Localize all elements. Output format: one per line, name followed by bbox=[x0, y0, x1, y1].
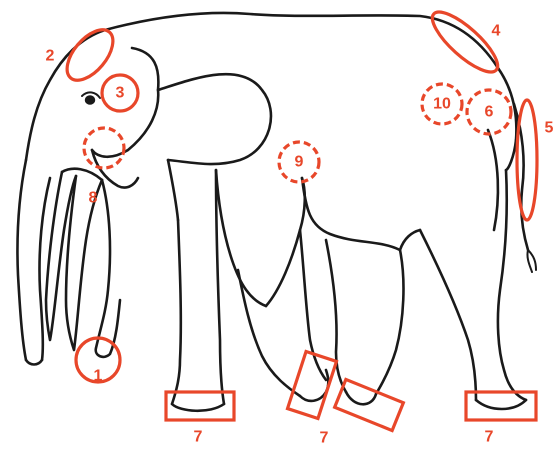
marker-7-front-right-foot: 7 bbox=[288, 352, 337, 447]
belly-middle bbox=[302, 178, 400, 250]
marker-1-label: 1 bbox=[94, 368, 103, 385]
annotation-markers: 1 2 3 4 5 bbox=[46, 3, 554, 446]
forehead-line bbox=[26, 30, 105, 160]
belly-rear bbox=[400, 230, 420, 250]
front-leg-right-upper bbox=[266, 178, 305, 306]
marker-4-label: 4 bbox=[492, 23, 501, 40]
marker-8-label: 8 bbox=[89, 190, 98, 207]
haunch-line bbox=[506, 140, 516, 170]
front-leg-right-outer bbox=[238, 270, 300, 396]
marker-6-label: 6 bbox=[485, 104, 494, 121]
back-foot-left bbox=[346, 392, 376, 404]
back-leg-left-outer bbox=[326, 240, 346, 392]
rump-inner bbox=[488, 130, 498, 230]
marker-7-rect-c bbox=[335, 379, 404, 430]
marker-7-rect-b bbox=[288, 352, 337, 419]
tail-tuft bbox=[527, 250, 536, 272]
marker-9: 9 bbox=[279, 142, 319, 182]
marker-7-back-left-foot bbox=[335, 379, 404, 430]
eye bbox=[86, 96, 95, 104]
marker-6: 6 bbox=[467, 90, 511, 134]
chest-line bbox=[168, 160, 178, 220]
marker-4-ellipse bbox=[424, 3, 505, 80]
back-leg-left-inner bbox=[376, 250, 403, 394]
marker-3: 3 bbox=[102, 75, 138, 111]
marker-4: 4 bbox=[424, 3, 505, 80]
marker-3-label: 3 bbox=[116, 85, 125, 102]
marker-5-label: 5 bbox=[545, 120, 554, 137]
marker-7-label-b: 7 bbox=[320, 430, 329, 447]
marker-10-label: 10 bbox=[433, 96, 451, 113]
front-foot-left bbox=[172, 404, 224, 411]
front-leg-left-outer bbox=[172, 220, 181, 404]
tusk-left bbox=[46, 172, 76, 340]
trunk-outer bbox=[17, 160, 26, 360]
marker-5-ellipse bbox=[517, 100, 537, 220]
marker-8-circle bbox=[84, 128, 124, 168]
marker-2-label: 2 bbox=[46, 48, 55, 65]
marker-8: 8 bbox=[84, 128, 124, 207]
marker-7-label-a: 7 bbox=[194, 429, 203, 446]
marker-10: 10 bbox=[422, 84, 462, 124]
back-foot-right bbox=[476, 400, 526, 409]
back-leg-right-front bbox=[420, 230, 476, 400]
tusk-root bbox=[62, 169, 102, 180]
marker-9-label: 9 bbox=[295, 154, 304, 171]
ear-back bbox=[158, 74, 271, 164]
back-line bbox=[105, 13, 516, 140]
trunk-tip bbox=[26, 360, 42, 365]
marker-7-label-d: 7 bbox=[485, 429, 494, 446]
trunk-curl bbox=[96, 180, 120, 357]
